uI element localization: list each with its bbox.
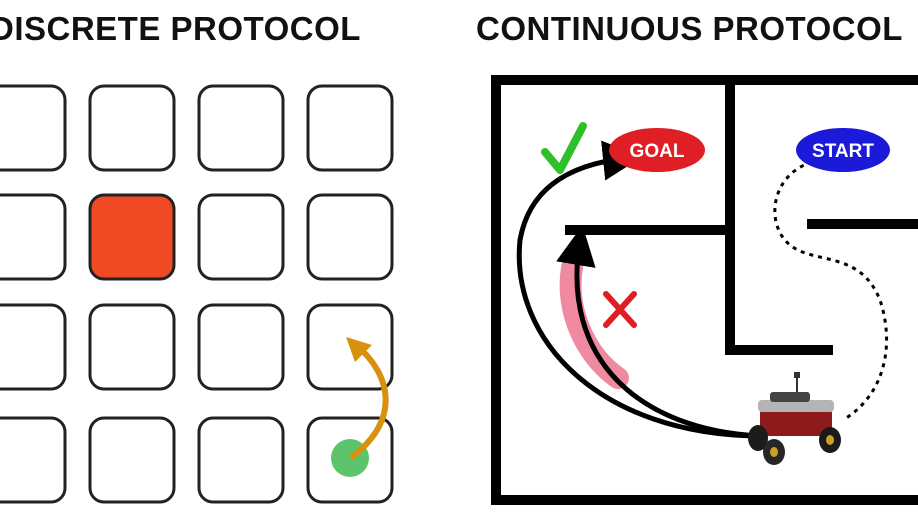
continuous-protocol-title: CONTINUOUS PROTOCOL [476, 10, 903, 47]
move-arrow [350, 342, 389, 459]
start-marker [796, 128, 890, 172]
success-trajectory [516, 140, 761, 439]
goal-label: GOAL [630, 141, 685, 162]
fail-cross-icon [603, 291, 637, 328]
grid-cell [197, 303, 285, 391]
grid-cell [306, 193, 394, 281]
grid-cell-highlighted [88, 193, 176, 281]
robot-icon [748, 372, 841, 465]
grid-cell [88, 416, 176, 504]
grid-cell [0, 416, 67, 504]
move-arrow-head [346, 337, 372, 362]
grid-cell [0, 84, 67, 172]
grid-cell [197, 193, 285, 281]
grid-cell [88, 84, 176, 172]
start-path [773, 160, 889, 422]
maze-walls [491, 75, 918, 505]
grid-cell [306, 84, 394, 172]
success-check-icon [541, 122, 587, 174]
grid-cell [0, 193, 67, 281]
grid-cell [88, 303, 176, 391]
grid-cell [197, 416, 285, 504]
start-label: START [812, 141, 874, 162]
discrete-grid [0, 84, 394, 504]
failed-trajectory [556, 225, 761, 439]
goal-marker [609, 128, 705, 172]
grid-cell [0, 303, 67, 391]
discrete-protocol-title: DISCRETE PROTOCOL [0, 10, 361, 47]
grid-cell [197, 84, 285, 172]
